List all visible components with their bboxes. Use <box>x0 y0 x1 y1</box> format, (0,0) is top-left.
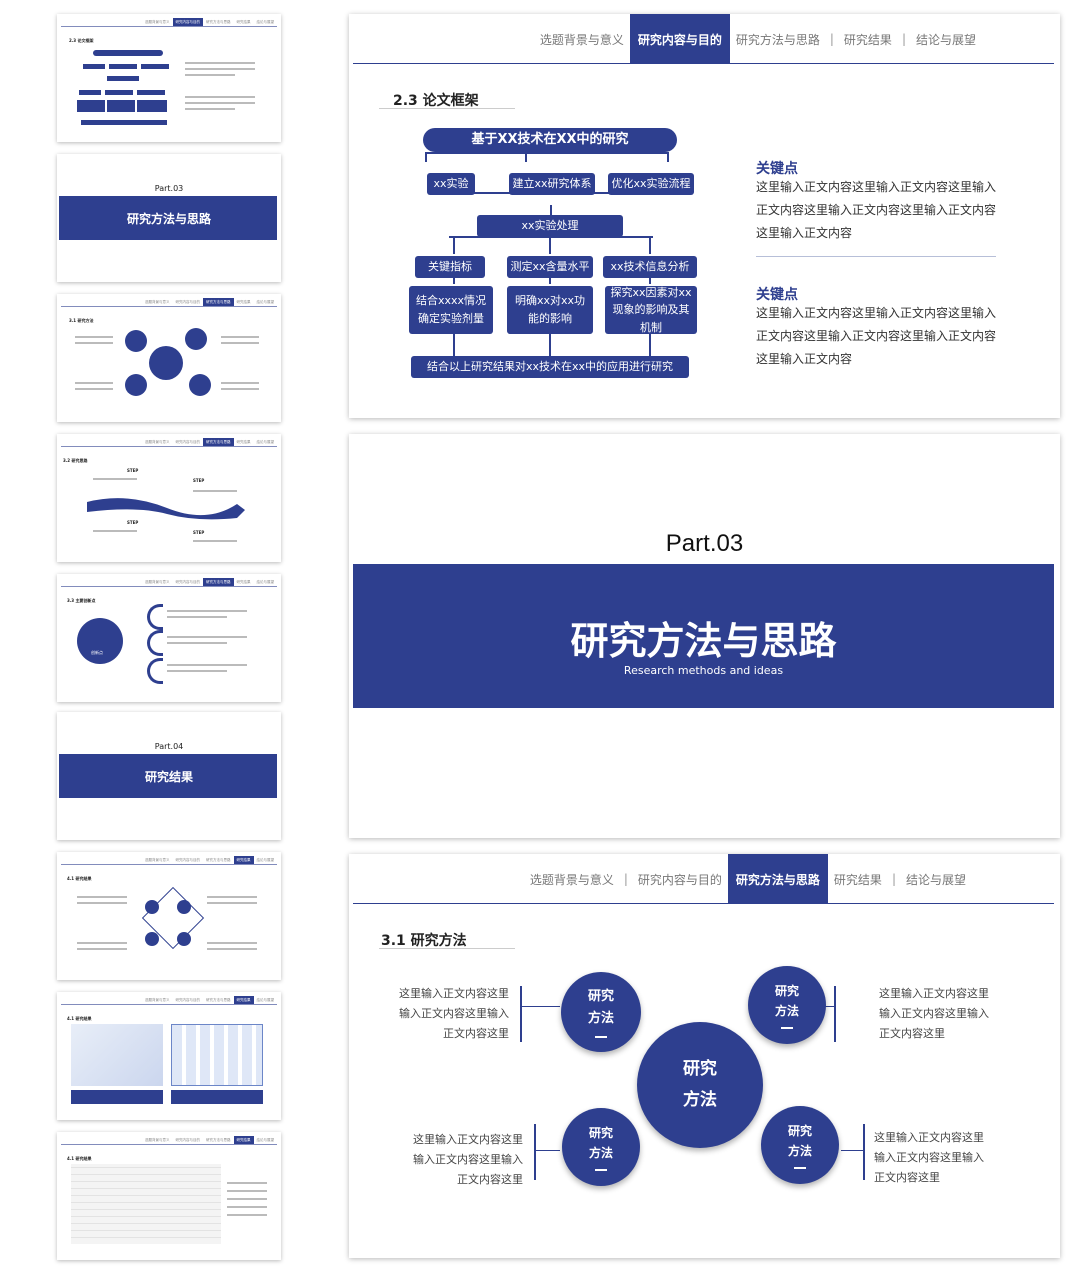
thumbnail-6[interactable]: Part.04 研究结果 <box>57 712 281 840</box>
flow-box: 优化xx实验流程 <box>608 173 694 195</box>
flow-box: xx技术信息分析 <box>603 256 697 278</box>
method-label: 方法 <box>774 1004 799 1018</box>
flow-box: 结合xxxx情况确定实验剂量 <box>409 286 493 334</box>
center-circle: 研究 方法 <box>637 1022 763 1148</box>
nav-item[interactable]: 结论与展望 <box>915 32 976 47</box>
thumb-section-title: 4.1 研究结果 <box>67 876 92 881</box>
method-label: 研究 <box>588 1126 613 1140</box>
key-point-body: 这里输入正文内容这里输入正文内容这里输入正文内容这里输入正文内容这里输入正文内容… <box>756 306 997 366</box>
thumb-section-title: 3.2 研究思路 <box>63 458 88 463</box>
key-point-body: 这里输入正文内容这里输入正文内容这里输入正文内容这里输入正文内容这里输入正文内容… <box>756 180 997 240</box>
flow-box: xx实验 <box>427 173 475 195</box>
thumbnail-2[interactable]: Part.03 研究方法与思路 <box>57 154 281 282</box>
method-circle: 研究 方法 <box>562 1108 640 1186</box>
nav-item[interactable]: 选题背景与意义 <box>539 32 624 47</box>
method-text: 这里输入正文内容这里输入正文内容这里输入正文内容这里 <box>399 987 509 1040</box>
thumbnail-9[interactable]: 选题背景与意义研究内容与目的研究方法与思路研究结果结论与展望 4.1 研究结果 <box>57 1132 281 1260</box>
center-label: 研究 <box>683 1059 717 1079</box>
flow-bottom-box: 结合以上研究结果对xx技术在xx中的应用进行研究 <box>411 356 689 378</box>
nav-item-active[interactable]: 研究内容与目的 <box>629 14 730 64</box>
slide-part-03: Part.03 研究方法与思路 Research methods and ide… <box>349 434 1060 838</box>
flow-box: 明确xx对xx功能的影响 <box>507 286 593 334</box>
method-label: 研究 <box>587 989 614 1004</box>
figure-image <box>71 1164 221 1244</box>
nav-item[interactable]: 研究内容与目的 <box>637 872 722 887</box>
figure-image <box>171 1024 263 1086</box>
thumb-section-title: 3.1 研究方法 <box>69 318 94 323</box>
method-label: 研究 <box>774 984 799 998</box>
method-label: 方法 <box>587 1011 614 1026</box>
nav-item[interactable]: 研究方法与思路 <box>735 32 820 47</box>
method-text: 这里输入正文内容这里输入正文内容这里输入正文内容这里 <box>413 1133 523 1186</box>
center-label: 方法 <box>683 1090 717 1110</box>
key-point-title: 关键点 <box>756 161 798 177</box>
thumb-part: Part.03 <box>154 184 184 193</box>
thumbnail-3[interactable]: 选题背景与意义研究内容与目的研究方法与思路研究结果结论与展望 3.1 研究方法 <box>57 294 281 422</box>
flow-top-box: 基于XX技术在XX中的研究 <box>423 128 677 152</box>
key-point-title: 关键点 <box>756 287 798 303</box>
flow-box: 探究xx因素对xx现象的影响及其机制 <box>605 286 697 334</box>
thumb-section-title: 4.1 研究结果 <box>67 1156 92 1161</box>
thumb-title: 研究方法与思路 <box>126 212 211 226</box>
thumb-step: STEP <box>193 530 205 535</box>
nav-bar: 选题背景与意义 研究内容与目的 研究方法与思路 | 研究结果 | 结论与展望 <box>534 14 982 64</box>
method-label: 研究 <box>787 1124 812 1138</box>
method-text: 这里输入正文内容这里输入正文内容这里输入正文内容这里 <box>874 1131 984 1184</box>
thumbnail-4[interactable]: 选题背景与意义研究内容与目的研究方法与思路研究结果结论与展望 3.2 研究思路 … <box>57 434 281 562</box>
flow-box: 测定xx含量水平 <box>507 256 593 278</box>
flow-box: 建立xx研究体系 <box>509 173 595 195</box>
method-circle: 研究 方法 <box>561 972 641 1052</box>
part-number: Part.03 <box>665 530 744 557</box>
thumb-nav: 选题背景与意义研究内容与目的研究方法与思路研究结果结论与展望 <box>142 18 277 26</box>
method-label: 方法 <box>588 1146 613 1160</box>
section-title: 2.3 论文框架 <box>393 93 479 109</box>
figure-image <box>71 1024 163 1086</box>
method-circle: 研究 方法 <box>748 966 826 1044</box>
thumb-step: STEP <box>127 468 139 473</box>
flow-box: xx实验处理 <box>477 215 623 237</box>
thumb-step: STEP <box>127 520 139 525</box>
part-title: 研究方法与思路 <box>570 619 837 663</box>
thumb-part: Part.04 <box>154 742 184 751</box>
thumbnail-1[interactable]: 选题背景与意义研究内容与目的研究方法与思路研究结果结论与展望 2.3 论文框架 <box>57 14 281 142</box>
nav-item[interactable]: 结论与展望 <box>905 872 966 887</box>
thumbnail-8[interactable]: 选题背景与意义研究内容与目的研究方法与思路研究结果结论与展望 4.1 研究结果 <box>57 992 281 1120</box>
nav-item[interactable]: 研究结果 <box>843 32 892 47</box>
flow-box: 关键指标 <box>415 256 485 278</box>
thumb-innovation-label: 创新点 <box>91 650 103 655</box>
method-text: 这里输入正文内容这里输入正文内容这里输入正文内容这里 <box>879 987 989 1040</box>
thumbnail-5[interactable]: 选题背景与意义研究内容与目的研究方法与思路研究结果结论与展望 3.3 主要创新点… <box>57 574 281 702</box>
thumb-section-title: 3.3 主要创新点 <box>67 598 96 603</box>
thumb-title: 研究结果 <box>144 770 193 784</box>
nav-item[interactable]: 选题背景与意义 <box>529 872 614 887</box>
slide-paper-framework: 选题背景与意义 研究内容与目的 研究方法与思路 | 研究结果 | 结论与展望 2… <box>349 14 1060 418</box>
slide-research-methods: 选题背景与意义 | 研究内容与目的 研究方法与思路 研究结果 | 结论与展望 3… <box>349 854 1060 1258</box>
thumb-step: STEP <box>193 478 205 483</box>
title-banner: 研究方法与思路 Research methods and ideas <box>353 564 1054 708</box>
nav-item[interactable]: 研究结果 <box>833 872 882 887</box>
divider <box>756 256 996 257</box>
thumbnail-7[interactable]: 选题背景与意义研究内容与目的研究方法与思路研究结果结论与展望 4.1 研究结果 <box>57 852 281 980</box>
method-label: 方法 <box>787 1144 812 1158</box>
arrow-wave-graphic <box>87 498 245 520</box>
section-title: 3.1 研究方法 <box>381 933 467 949</box>
method-circle: 研究 方法 <box>761 1106 839 1184</box>
thumb-section-title: 4.1 研究结果 <box>67 1016 92 1021</box>
nav-bar: 选题背景与意义 | 研究内容与目的 研究方法与思路 研究结果 | 结论与展望 <box>524 854 972 904</box>
part-subtitle: Research methods and ideas <box>623 664 784 677</box>
nav-item-active[interactable]: 研究方法与思路 <box>727 854 828 904</box>
thumb-section-title: 2.3 论文框架 <box>69 38 94 43</box>
